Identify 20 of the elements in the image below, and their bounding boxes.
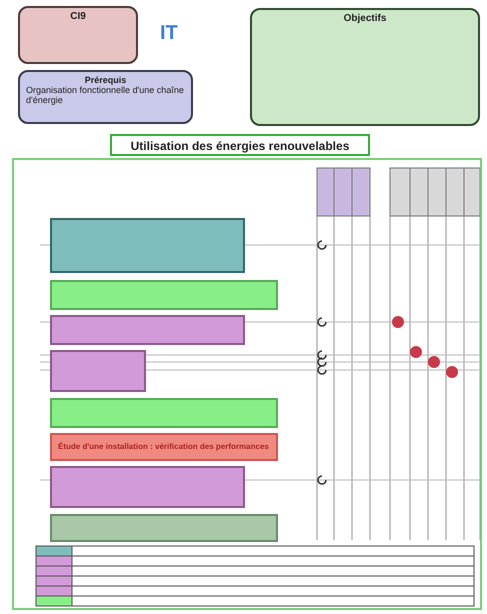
activity-bar (50, 433, 278, 461)
activity-bar (50, 280, 278, 310)
objectives-card (250, 8, 480, 126)
activity-bar (50, 218, 245, 273)
subject-card (18, 6, 138, 64)
activity-bar (50, 315, 245, 345)
activity-bar (50, 398, 278, 428)
prerequisite-card (18, 70, 193, 124)
title-box (110, 134, 370, 156)
activity-bar (50, 514, 278, 542)
card-heading: Prérequis (84, 75, 128, 85)
heading: CI9 (69, 11, 87, 22)
subject-tag: IT (160, 22, 178, 45)
activity-bar (50, 350, 146, 392)
heading: Objectifs (342, 13, 388, 24)
bar-text: Étude d'une installation : vérification des performances (58, 442, 270, 451)
activity-panel (12, 158, 482, 610)
card-text: Organisation fonctionnelle d'une chaîne d'énergie (26, 85, 185, 105)
activity-bar (50, 466, 245, 508)
heading: Utilisation des énergies renouvelables (130, 139, 350, 153)
